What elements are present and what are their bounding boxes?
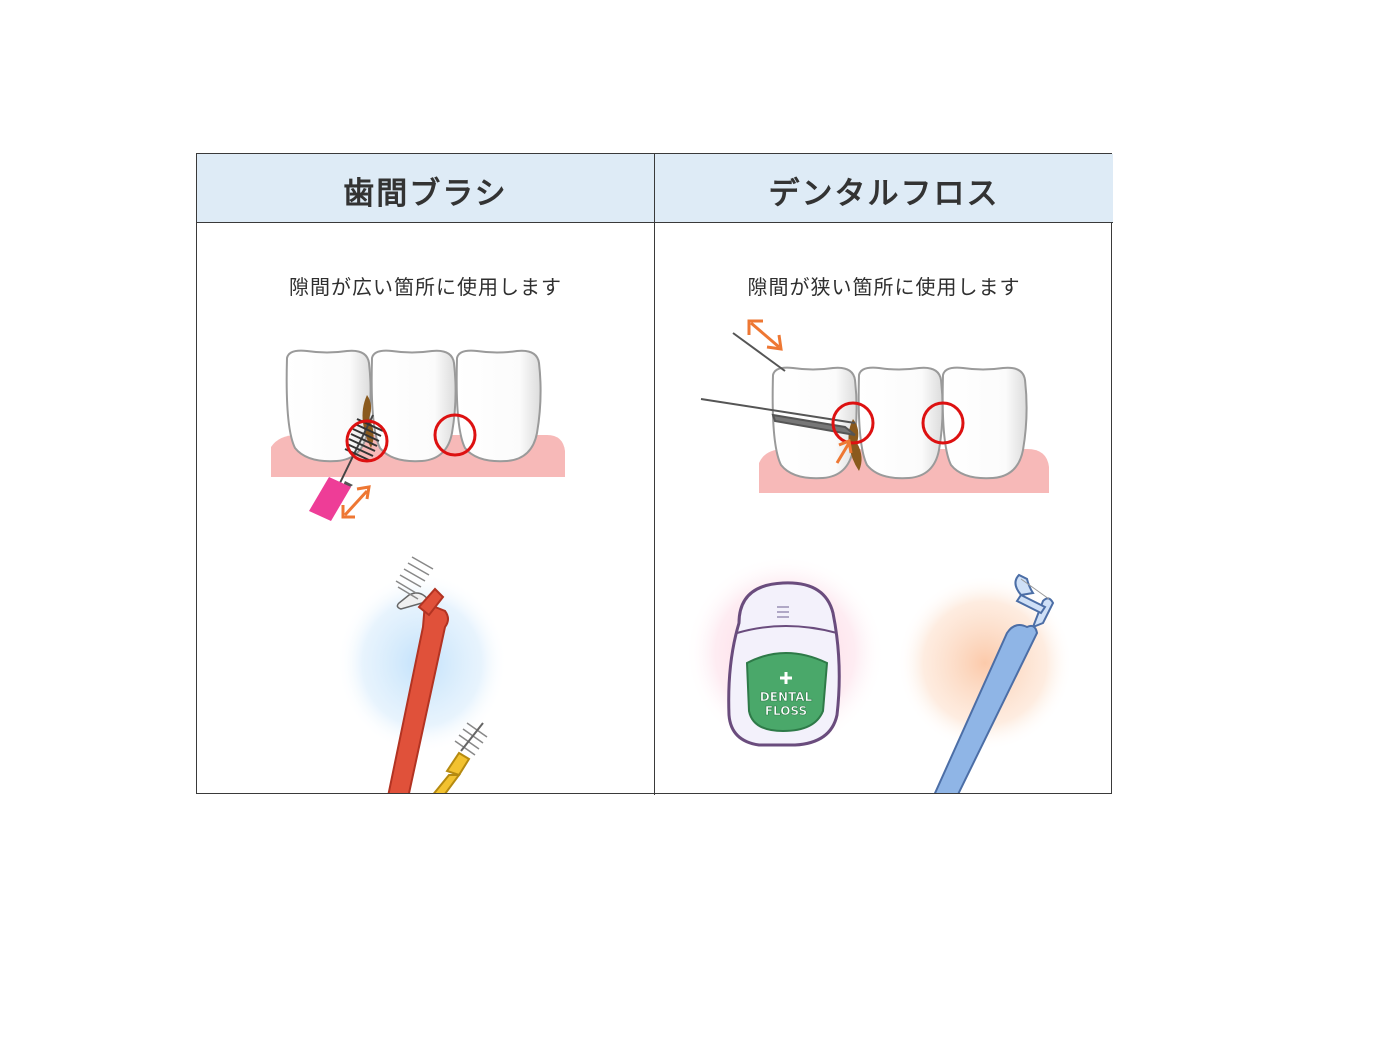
marker-circle <box>345 419 389 463</box>
cell-interdental-brush: 隙間が広い箇所に使用します <box>197 223 655 795</box>
interdental-brush-icon <box>387 556 449 793</box>
tooth-icon <box>941 366 1028 480</box>
cell-dental-floss: 隙間が狭い箇所に使用します <box>655 223 1113 795</box>
glow <box>897 575 1073 751</box>
caption-interdental-brush: 隙間が広い箇所に使用します <box>289 275 562 299</box>
tooth-icon <box>455 349 542 463</box>
interdental-brush-icon <box>433 722 488 793</box>
caption-dental-floss: 隙間が狭い箇所に使用します <box>747 275 1021 299</box>
comparison-table: 歯間ブラシ デンタルフロス 隙間が広い箇所に使用します <box>196 153 1113 795</box>
floss-pick-icon <box>933 573 1055 793</box>
interdental-brush-icon <box>309 414 384 521</box>
floss-label-line2: FLOSS <box>765 704 807 718</box>
tooth-icon <box>370 349 457 463</box>
header-interdental-brush: 歯間ブラシ <box>197 154 655 223</box>
up-arrow-icon <box>835 438 853 464</box>
floss-label-line1: DENTAL <box>760 690 813 704</box>
tooth-icon <box>857 366 944 480</box>
header-dental-floss: デンタルフロス <box>655 154 1113 223</box>
marker-circle <box>433 413 477 457</box>
brush-illustration <box>271 349 565 793</box>
double-arrow-icon <box>341 485 371 519</box>
dental-floss-case-icon: DENTAL FLOSS <box>727 581 841 747</box>
marker-circle <box>831 401 875 445</box>
marker-circle <box>921 401 965 445</box>
floss-illustration: DENTAL FLOSS <box>685 319 1073 793</box>
double-arrow-icon <box>747 319 783 351</box>
